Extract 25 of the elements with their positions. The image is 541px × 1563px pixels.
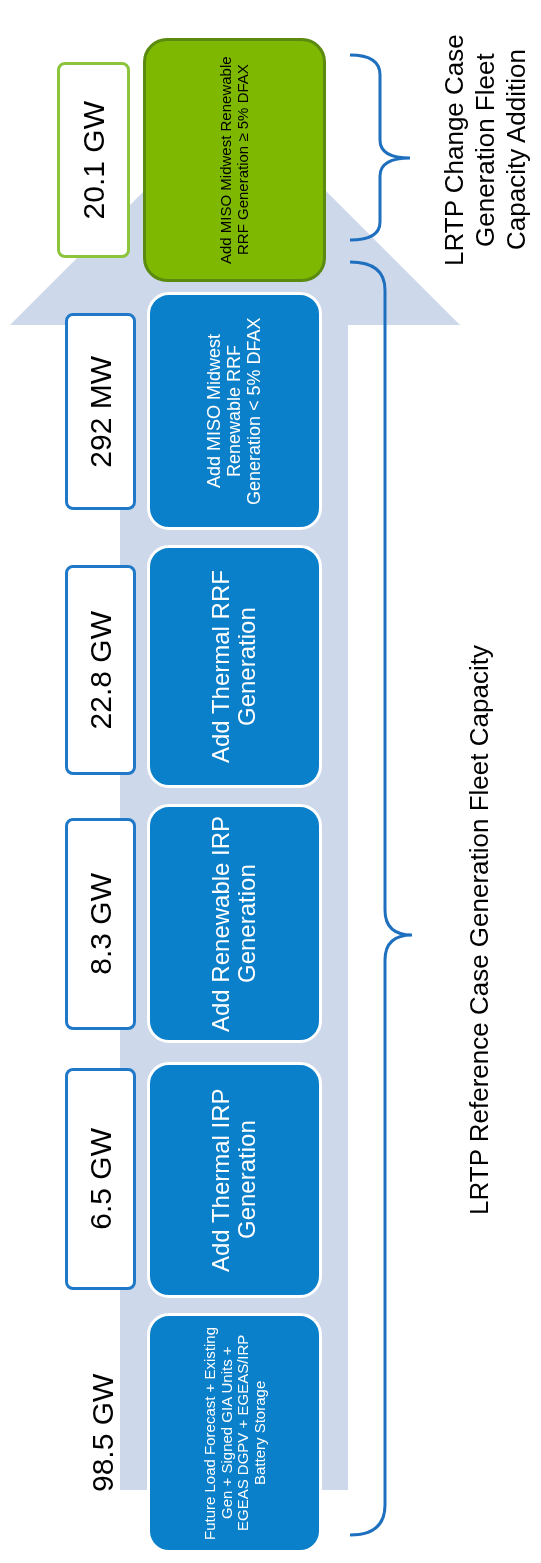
capacity-value: 8.3 GW xyxy=(84,873,117,975)
capacity-value: 22.8 GW xyxy=(84,610,117,730)
step-box xyxy=(143,38,326,282)
step-text: Add Thermal IRP Generation xyxy=(208,1087,261,1274)
value-box xyxy=(57,62,130,258)
step-text: Add Thermal RRF Generation xyxy=(208,569,261,765)
capacity-value: 98.5 GW xyxy=(85,1372,120,1495)
value-box xyxy=(65,565,136,775)
step-text: Add Renewable IRP Generation xyxy=(208,814,261,1034)
value-box xyxy=(65,313,136,510)
capacity-value: 292 MW xyxy=(84,355,117,468)
capacity-value: 20.1 GW xyxy=(77,100,110,220)
capacity-value: 6.5 GW xyxy=(84,1128,117,1230)
step-box xyxy=(147,292,322,530)
step-box xyxy=(147,545,322,788)
bracket-label: LRTP Change Case Generation Fleet Capacity Addition xyxy=(437,33,533,268)
value-box xyxy=(65,818,136,1030)
step-text: Add MISO Midwest Renewable RRF Generation < 5% DFAX xyxy=(204,316,265,507)
step-text: Future Load Forecast + Existing Gen + Signed GIA Units + EGEAS DGPV + EGEAS/IRP Battery Storage xyxy=(201,1325,268,1542)
step-box xyxy=(147,1313,322,1553)
value-box xyxy=(65,1068,136,1290)
step-text: Add MISO Midwest Renewable RRF Generation ≥ 5% DFAX xyxy=(218,55,251,266)
step-box xyxy=(147,1062,322,1298)
bracket-label: LRTP Reference Case Generation Fleet Capacity xyxy=(462,644,495,1217)
step-box xyxy=(147,804,322,1043)
